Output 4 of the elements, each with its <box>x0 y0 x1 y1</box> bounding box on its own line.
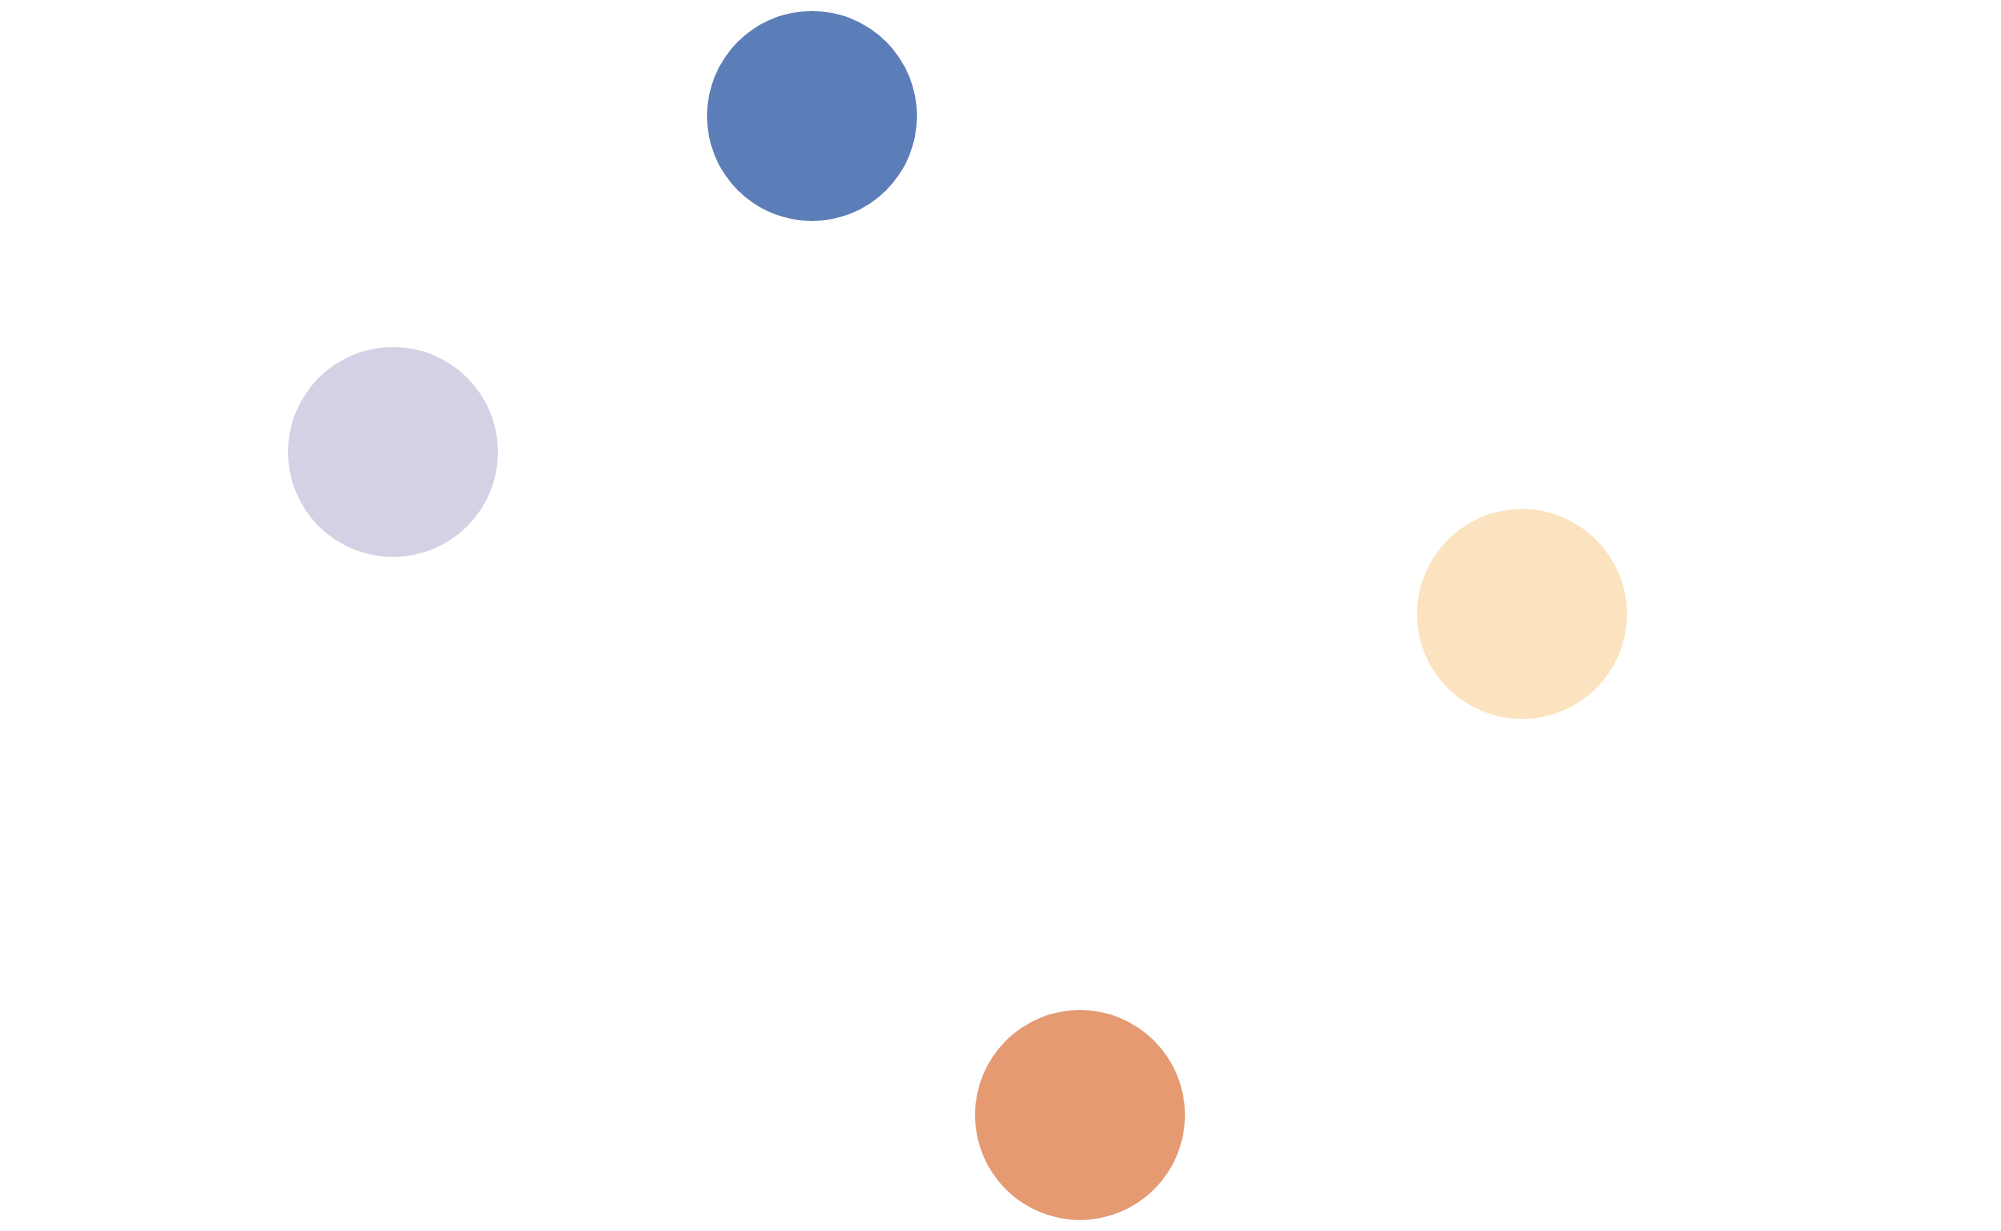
circle-shape <box>1417 509 1627 719</box>
circle-shape <box>707 11 917 221</box>
circle-shape <box>975 1010 1185 1220</box>
circle-shape <box>288 347 498 557</box>
